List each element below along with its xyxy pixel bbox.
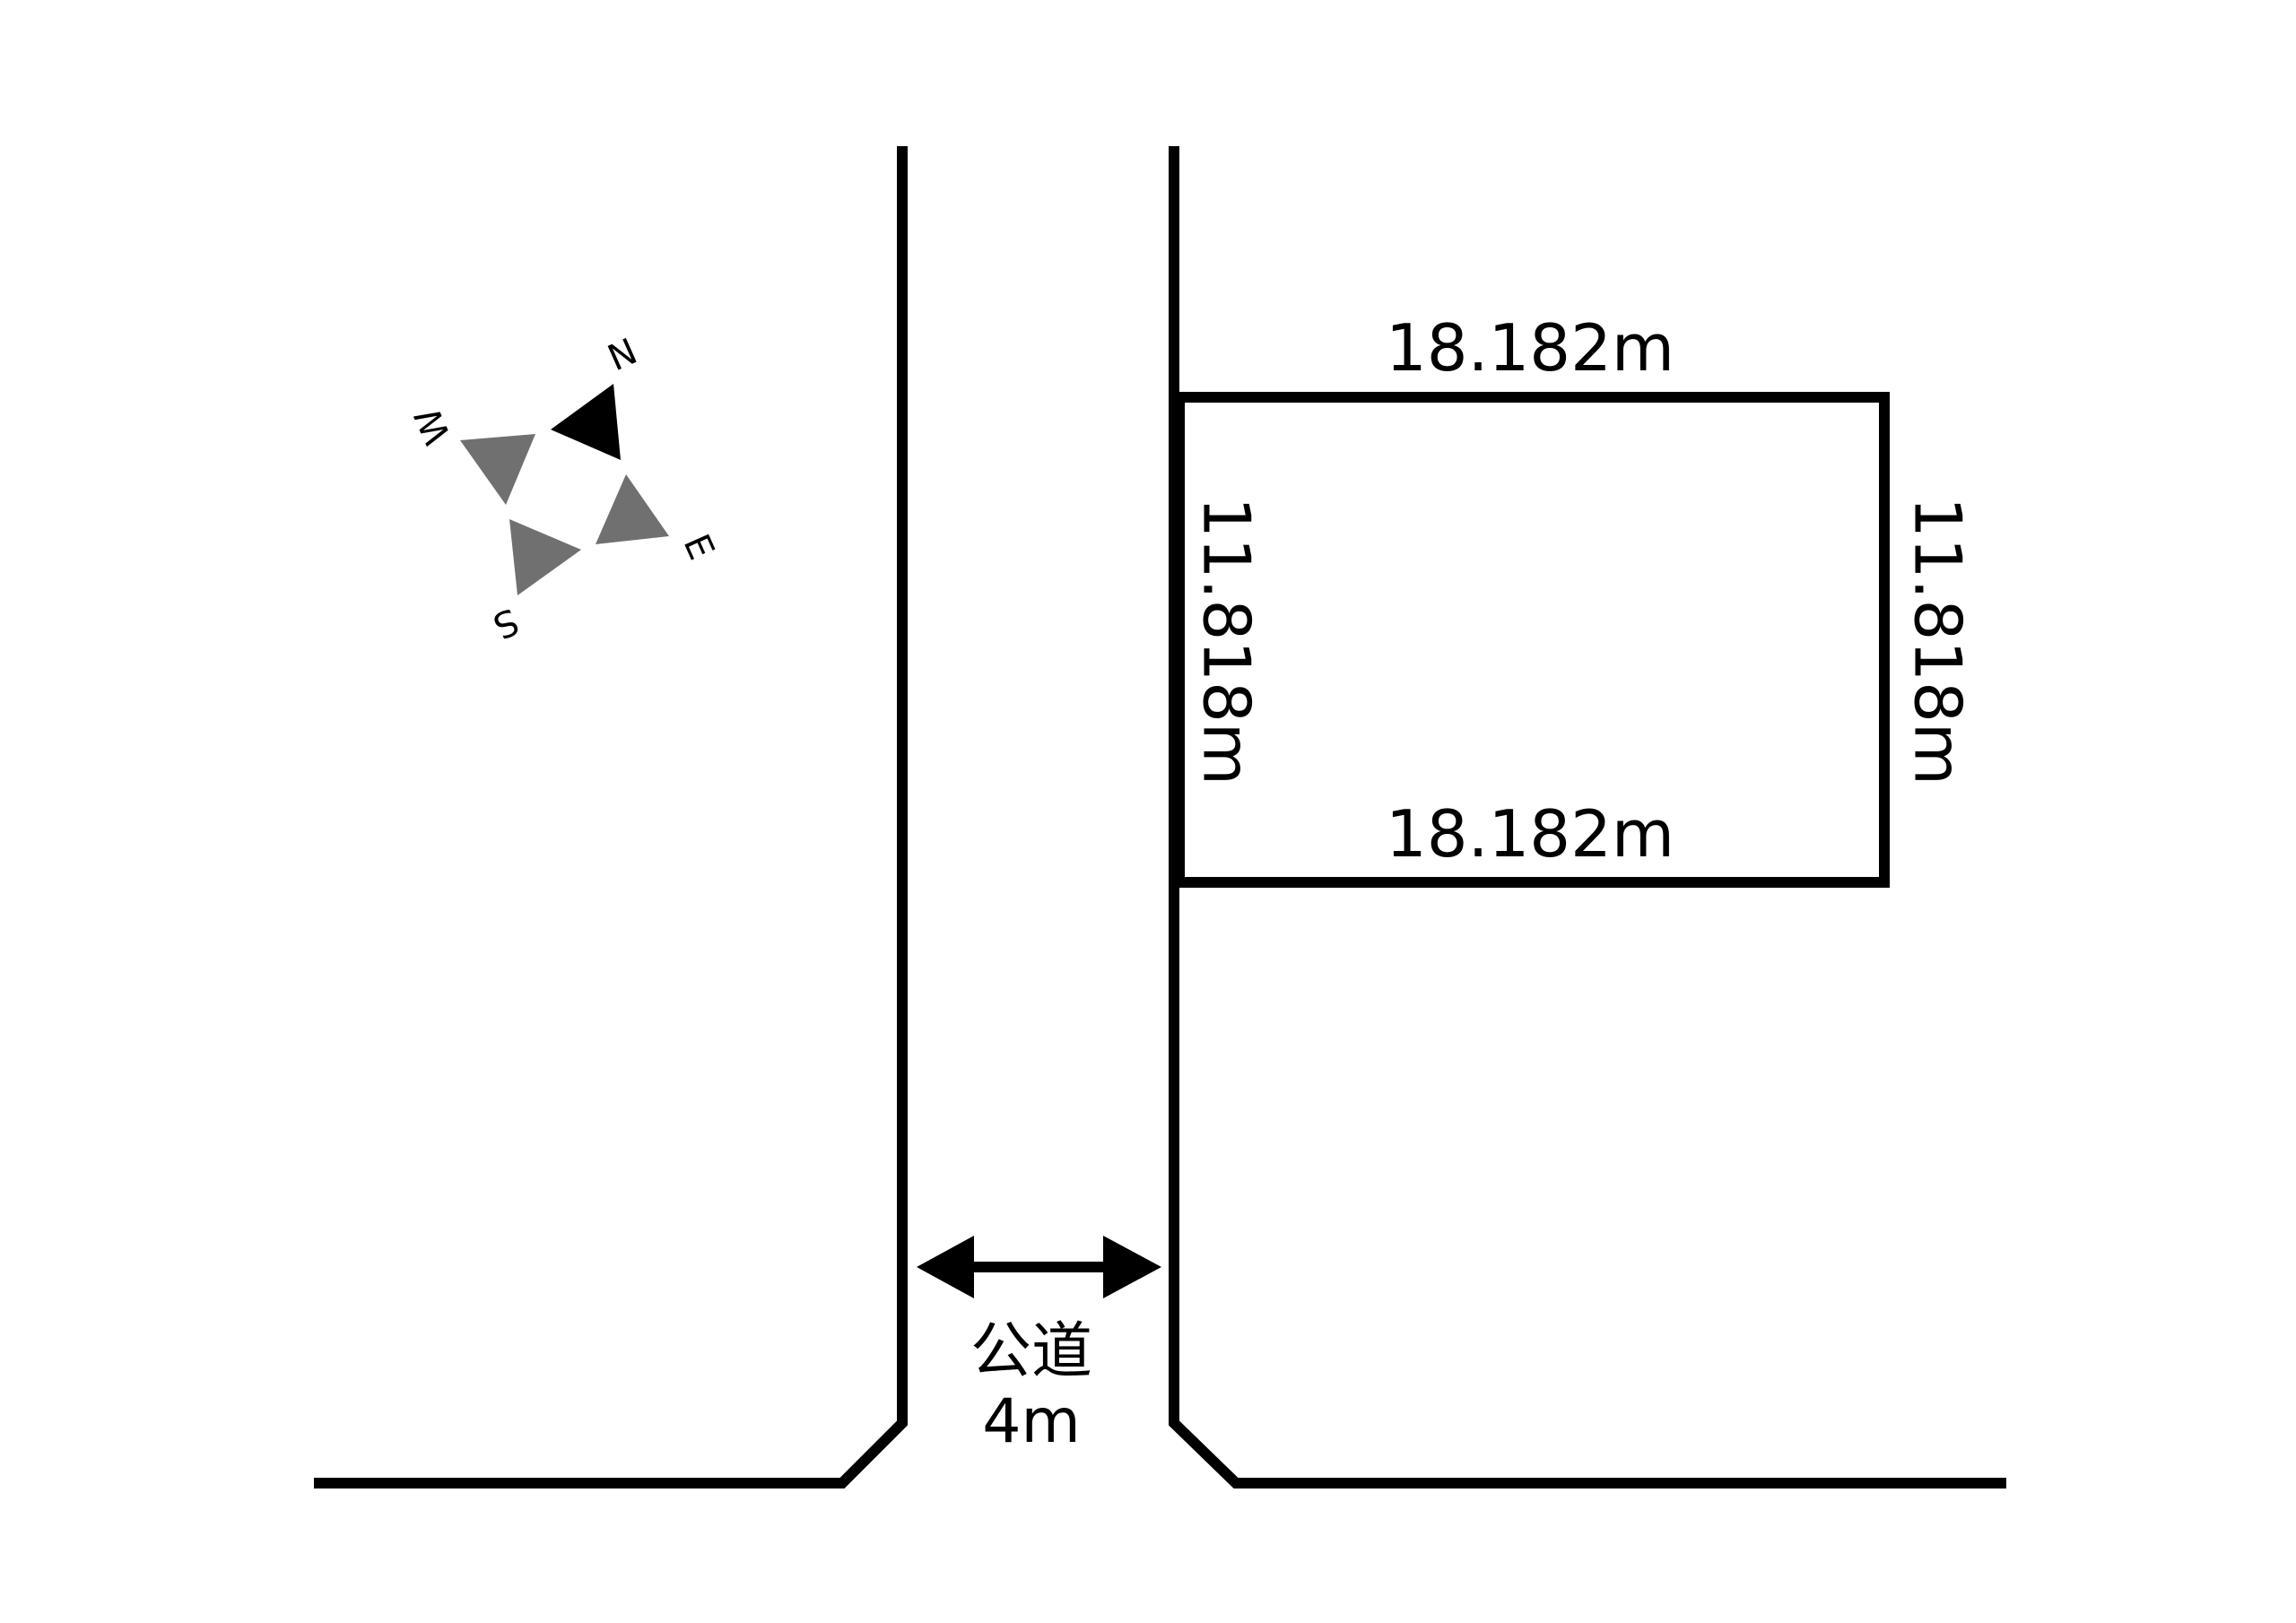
road-width-label: 4m <box>982 1386 1081 1457</box>
road-left-edge <box>314 146 908 1488</box>
compass-east-arrow <box>596 474 669 544</box>
compass-north-letter: N <box>602 331 643 379</box>
compass-south-letter: S <box>487 600 525 647</box>
lot-left-depth-label: 11.818m <box>1188 497 1264 785</box>
lot-top-width-label: 18.182m <box>1386 310 1674 386</box>
lot-boundary <box>1174 392 1890 888</box>
road-type-label: 公道 <box>970 1316 1092 1387</box>
lot-right-depth-label: 11.818m <box>1900 497 1975 785</box>
compass-south-arrow <box>509 519 581 595</box>
compass-rose: N E S W <box>407 331 722 647</box>
compass-west-arrow <box>460 434 535 505</box>
lot-bottom-width-label: 18.182m <box>1386 796 1674 872</box>
compass-west-letter: W <box>407 401 459 450</box>
compass-east-letter: E <box>675 528 722 566</box>
road-width-arrow <box>917 1236 1161 1298</box>
compass-north-arrow <box>551 384 621 460</box>
